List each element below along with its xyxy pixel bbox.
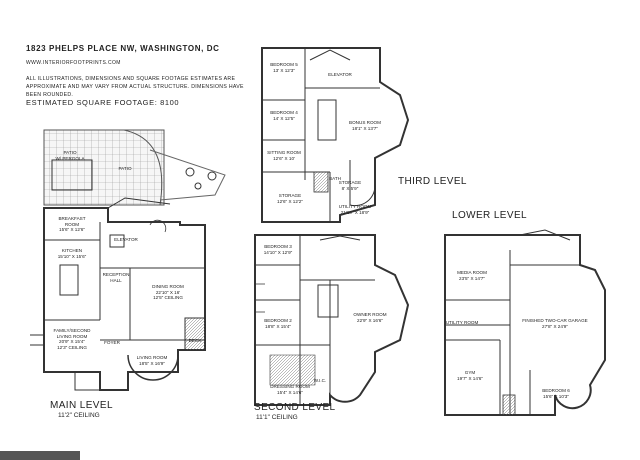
lower-level-plan [444,229,606,416]
second-level-plan [254,234,410,406]
room-bath-third: BATH [329,176,341,181]
square-footage: ESTIMATED SQUARE FOOTAGE: 8100 [26,98,180,107]
room-elevator-third: ELEVATOR [328,72,352,77]
room-deck: DECK [188,338,202,343]
room-patio: PATIO [118,166,132,171]
third-level-title: THIRD LEVEL [398,176,467,187]
lower-level-title: LOWER LEVEL [452,210,527,221]
third-level-plan [261,47,410,223]
room-foyer: FOYER [104,340,120,345]
room-wic: W.I.C. [313,378,327,383]
second-level-title: SECOND LEVEL [254,402,336,413]
main-level-plan [30,129,226,391]
room-utility-lower: UTILITY ROOM [445,320,479,325]
property-address: 1823 PHELPS PLACE NW, WASHINGTON, DC [26,44,220,53]
disclaimer-text: ALL ILLUSTRATIONS, DIMENSIONS AND SQUARE… [26,76,244,98]
second-level-ceiling: 11'1" CEILING [256,414,298,421]
room-elevator-main: ELEVATOR [114,237,138,242]
website-url: WWW.INTERIORFOOTPRINTS.COM [26,60,121,66]
main-level-title: MAIN LEVEL [50,400,113,411]
main-level-ceiling: 11'2" CEILING [58,412,100,419]
image-credit-bar [0,451,80,460]
